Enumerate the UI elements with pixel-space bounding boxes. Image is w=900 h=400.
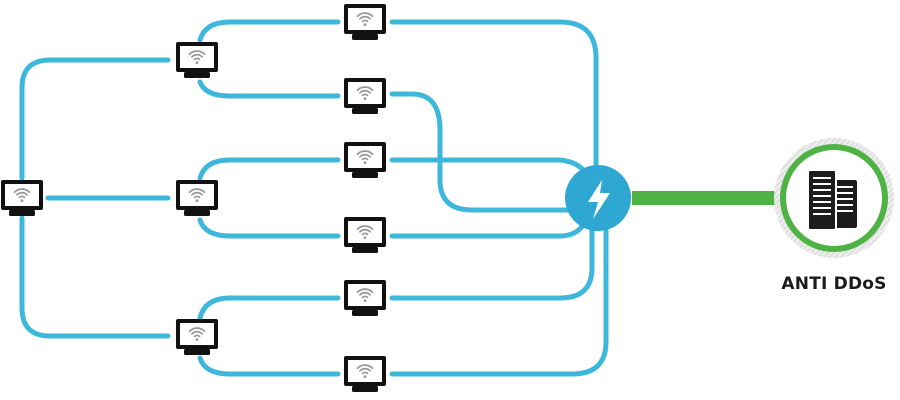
wifi-monitor-icon xyxy=(175,41,219,79)
lightning-bolt-icon xyxy=(588,180,610,219)
link-mmid-n4 xyxy=(197,217,341,239)
wifi-monitor-icon xyxy=(175,318,219,356)
link-n5-hub xyxy=(389,225,595,301)
wifi-monitor-icon xyxy=(0,179,44,217)
link-mtop-ntop xyxy=(197,19,341,43)
link-ntop-hub xyxy=(389,19,599,171)
link-left-top xyxy=(19,57,171,181)
link-mbot-n6 xyxy=(197,355,341,377)
server-rack-icon xyxy=(807,169,857,231)
wifi-monitor-icon xyxy=(343,279,387,317)
link-n6-hub xyxy=(389,225,609,377)
wifi-monitor-icon xyxy=(343,216,387,254)
link-left-bottom xyxy=(19,215,171,339)
anti-ddos-server-node xyxy=(774,138,894,258)
link-n3-hub xyxy=(389,157,591,179)
link-n4-hub xyxy=(389,221,587,239)
wifi-monitor-icon xyxy=(175,179,219,217)
link-mtop-n2 xyxy=(197,79,341,99)
link-mbot-n5 xyxy=(197,295,341,321)
connection-lines xyxy=(19,19,609,377)
wifi-monitor-icon xyxy=(343,355,387,393)
link-n2-hub xyxy=(389,91,575,213)
wifi-monitor-icon xyxy=(343,77,387,115)
wifi-monitor-icon xyxy=(343,3,387,41)
wifi-monitor-icon xyxy=(343,141,387,179)
server-label: ANTI DDoS xyxy=(781,274,887,294)
link-mmid-n3 xyxy=(197,157,341,181)
hub-node xyxy=(565,165,631,231)
